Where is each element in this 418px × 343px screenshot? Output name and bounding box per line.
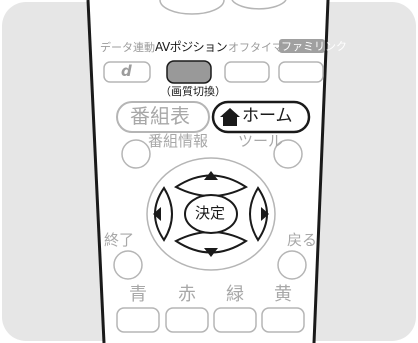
house-icon [220,108,240,126]
dpad-right-button[interactable] [249,186,268,242]
dpad-left-button[interactable] [154,186,173,242]
familink-label: ファミリンク [281,40,347,53]
av-sub-label: （画質切換） [160,85,226,98]
bangumi-info-button[interactable] [121,139,151,169]
red-label: 赤 [178,284,196,305]
dpad-down-button[interactable] [174,231,248,254]
dpad-up-button[interactable] [174,174,248,197]
arrow-left-icon [153,207,161,221]
bangumi-label: 番組表 [130,104,190,128]
blue-label: 青 [129,284,147,305]
tools-button[interactable] [273,139,303,169]
exit-button[interactable] [113,250,143,280]
d-button-label: d [121,62,132,80]
exit-label: 終了 [104,231,135,249]
green-label: 緑 [226,284,244,305]
data-link-label: データ連動 [100,41,155,54]
enter-label: 決定 [195,204,226,222]
tools-label: ツール [238,132,284,150]
off-timer-label: オフタイマー [228,41,294,54]
remote-right-edge [312,0,330,343]
bangumi-button[interactable] [116,101,210,133]
blue-button[interactable] [116,307,160,333]
top-round-button[interactable] [159,0,225,15]
arrow-up-icon [204,171,218,180]
av-position-label: AVポジション [155,40,228,54]
red-button[interactable] [165,307,209,333]
top-round-button[interactable] [231,0,287,10]
home-label: ホーム [242,106,293,126]
back-label: 戻る [287,231,318,249]
arrow-down-icon [204,248,218,257]
familink-button[interactable] [278,61,324,83]
av-position-button[interactable] [166,60,212,84]
yellow-button[interactable] [261,307,305,333]
remote-left-edge [86,0,106,343]
enter-button[interactable] [184,194,238,234]
yellow-label: 黄 [274,284,292,305]
off-timer-button[interactable] [224,61,270,83]
data-link-button[interactable] [103,61,151,83]
bangumi-info-label: 番組情報 [148,132,209,150]
arrow-right-icon [261,207,269,221]
back-button[interactable] [277,250,307,280]
green-button[interactable] [213,307,257,333]
familink-label-bg [279,39,325,53]
